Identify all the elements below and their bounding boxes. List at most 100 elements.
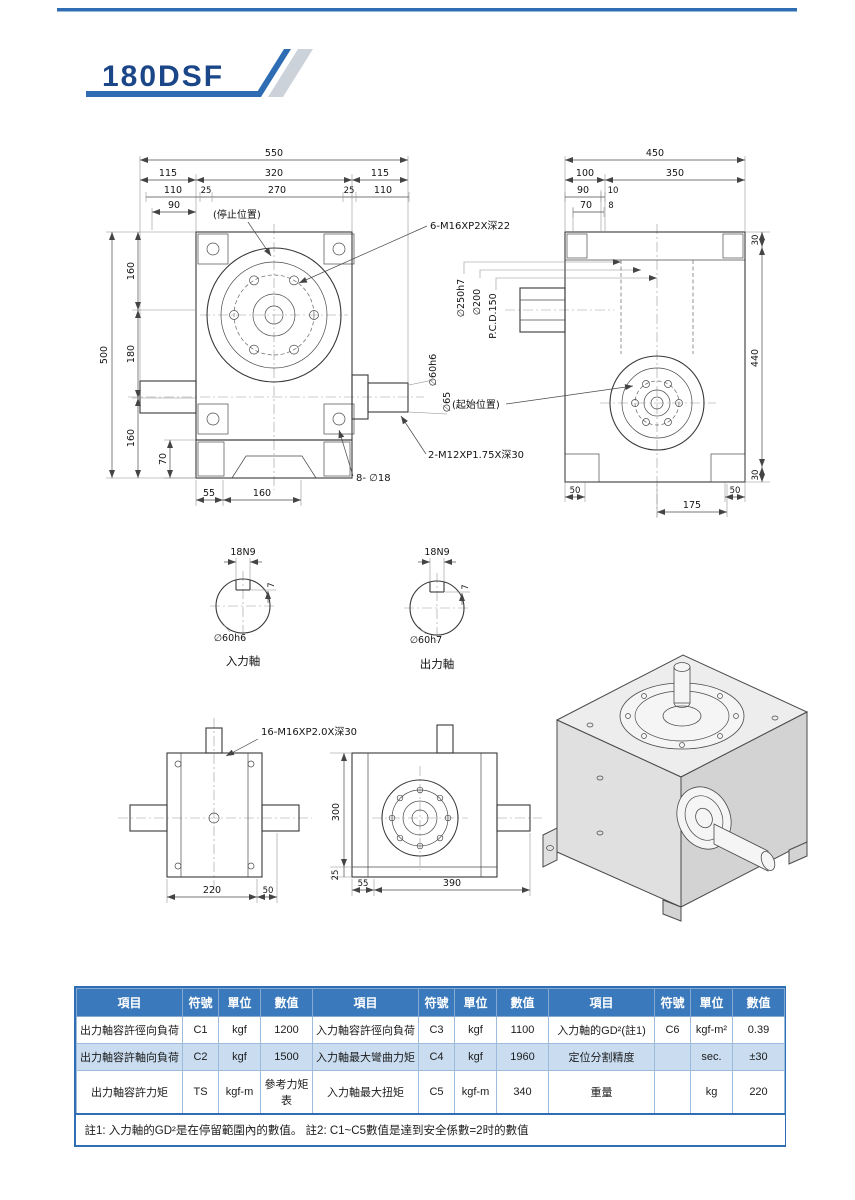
th-item-g3: 項目	[548, 988, 655, 1017]
page-header: 180DSF	[57, 8, 797, 97]
th-value-g3: 數值	[732, 988, 785, 1017]
table-row: 出力軸容許力矩 TS kgf-m 參考力矩表 入力軸最大扭矩 C5 kgf-m …	[76, 1070, 785, 1115]
th-unit-g2: 單位	[454, 988, 497, 1017]
dim-160-top: 160	[126, 262, 137, 280]
th-item-g2: 項目	[312, 988, 419, 1017]
dim-300: 300	[331, 803, 342, 821]
spec-cell	[654, 1070, 691, 1115]
dim-8: 8	[608, 201, 613, 211]
spec-cell: kg	[690, 1070, 733, 1115]
dim-320: 320	[265, 168, 283, 179]
dim-110-left: 110	[164, 185, 182, 196]
front-right-shaft	[367, 382, 409, 413]
table-header-row: 項目 符號 單位 數值 項目 符號 單位 數值 項目 符號 單位 數值	[76, 988, 785, 1017]
spec-cell: C3	[418, 1016, 455, 1044]
output-shaft-circle	[409, 580, 465, 636]
spec-cell: 入力軸最大彎曲力矩	[312, 1043, 419, 1071]
spec-cell: kgf-m	[454, 1070, 497, 1115]
output-key-width: 18N9	[424, 547, 449, 558]
technical-drawings: 550 115 320 115 110 25 270 25 110 90 500…	[99, 148, 809, 922]
output-shaft-caption: 出力軸	[420, 657, 455, 671]
page-title: 180DSF	[102, 60, 224, 93]
front-view	[128, 224, 424, 490]
input-shaft-circle	[215, 578, 271, 634]
input-key-depth: 7	[267, 582, 277, 587]
iso-foot-front	[662, 899, 682, 922]
label-dia60h6: ∅60h6	[428, 354, 439, 386]
spec-cell: 1960	[496, 1043, 549, 1071]
dim-90: 90	[168, 200, 180, 211]
dim-100: 100	[576, 168, 594, 179]
spec-cell: 定位分割精度	[548, 1043, 655, 1071]
spec-cell: kgf-m²	[690, 1016, 733, 1044]
output-shaft-dia: ∅60h7	[410, 635, 442, 646]
spec-cell: 1200	[260, 1016, 313, 1044]
side-body-outline	[564, 231, 746, 483]
side-bearing-circle	[609, 355, 705, 451]
th-item-g1: 項目	[76, 988, 183, 1017]
output-shaft-detail: 18N9 7 ∅60h7 出力軸	[404, 547, 471, 671]
title-tab-shadow	[268, 49, 313, 97]
spec-table: 項目 符號 單位 數值 項目 符號 單位 數值 項目 符號 單位 數值 出力軸容…	[74, 986, 786, 1147]
dim-110-right: 110	[374, 185, 392, 196]
spec-cell: 重量	[548, 1070, 655, 1115]
dim-160-base: 160	[253, 488, 271, 499]
table-note: 註1: 入力軸的GD²是在停留範圍內的數值。 註2: C1~C5數值是達到安全係…	[76, 1113, 785, 1145]
dim-450: 450	[646, 148, 664, 159]
spec-cell: 入力軸的GD²(註1)	[548, 1016, 655, 1044]
dim-115-right: 115	[371, 168, 389, 179]
side-input-shaft	[519, 287, 566, 333]
iso-foot-right	[788, 841, 808, 865]
spec-cell: TS	[182, 1070, 219, 1115]
th-unit-g1: 單位	[218, 988, 261, 1017]
spec-cell: 1100	[496, 1016, 549, 1044]
input-shaft-dia: ∅60h6	[214, 633, 246, 644]
callout-2-m12: 2-M12XP1.75X深30	[428, 449, 524, 461]
dim-500: 500	[99, 346, 110, 364]
dim-70: 70	[158, 453, 169, 465]
th-symbol-g2: 符號	[418, 988, 455, 1017]
table-row: 出力軸容許軸向負荷 C2 kgf 1500 入力軸最大彎曲力矩 C4 kgf 1…	[76, 1043, 785, 1071]
input-shaft-caption: 入力軸	[226, 654, 261, 668]
spec-cell: 0.39	[732, 1016, 785, 1044]
spec-cell: ±30	[732, 1043, 785, 1071]
dim-30-top: 30	[751, 235, 761, 246]
dim-50-right: 50	[730, 486, 741, 496]
label-pcd150: P.C.D.150	[488, 293, 499, 338]
th-unit-g3: 單位	[690, 988, 733, 1017]
isometric-view	[542, 654, 809, 922]
table-note-row: 註1: 入力軸的GD²是在停留範圍內的數值。 註2: C1~C5數值是達到安全係…	[76, 1113, 785, 1145]
callout-8-holes: 8- ∅18	[356, 473, 391, 484]
dim-220: 220	[203, 885, 221, 896]
dim-115-left: 115	[159, 168, 177, 179]
label-start-position: (起始位置)	[452, 398, 500, 411]
label-dia250h7: ∅250h7	[456, 279, 467, 317]
title-underline	[86, 91, 258, 97]
output-key-depth: 7	[461, 584, 471, 589]
dim-25: 25	[331, 870, 341, 881]
front-view-dimensions: 550 115 320 115 110 25 270 25 110 90 500…	[99, 148, 524, 506]
spec-cell: C4	[418, 1043, 455, 1071]
iso-top-shaft	[673, 666, 691, 704]
dim-30-bottom: 30	[751, 470, 761, 481]
dim-180: 180	[126, 345, 137, 363]
front-bottom-view: 300 25 55 390	[330, 724, 542, 896]
dim-25-right: 25	[344, 186, 355, 196]
bottom-view: 16-M16XP2.0X深30 220 50	[118, 718, 357, 903]
th-symbol-g1: 符號	[182, 988, 219, 1017]
spec-cell: C2	[182, 1043, 219, 1071]
dim-550: 550	[265, 148, 283, 159]
dim-25-left: 25	[201, 186, 212, 196]
input-key-width: 18N9	[230, 547, 255, 558]
spec-cell: 參考力矩表	[260, 1070, 313, 1115]
top-rule	[57, 8, 797, 12]
spec-cell: 1500	[260, 1043, 313, 1071]
dim-175: 175	[683, 500, 701, 511]
spec-cell: kgf	[218, 1043, 261, 1071]
spec-cell: sec.	[690, 1043, 733, 1071]
dim-70-side: 70	[580, 200, 592, 211]
spec-cell: 340	[496, 1070, 549, 1115]
spec-cell: kgf	[218, 1016, 261, 1044]
dim-390: 390	[443, 878, 461, 889]
spec-cell: 入力軸容許徑向負荷	[312, 1016, 419, 1044]
